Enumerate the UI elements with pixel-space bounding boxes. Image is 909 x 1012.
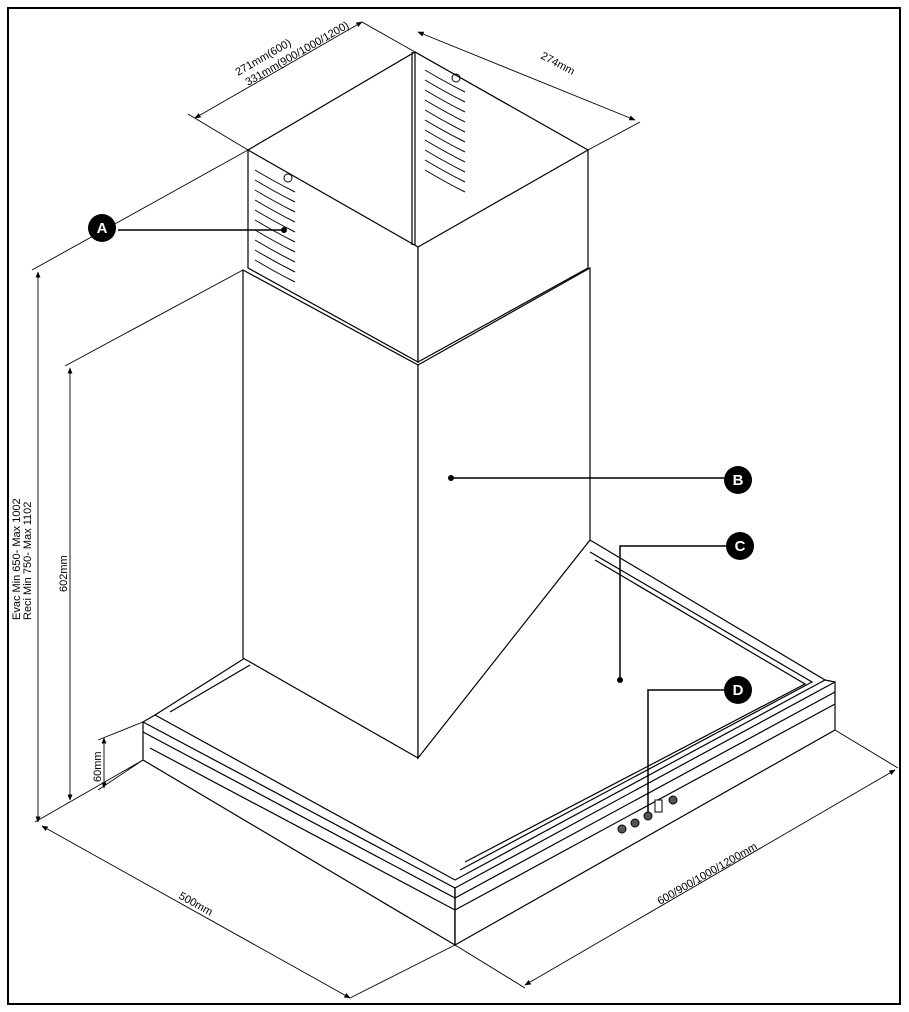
dimension-lines	[31, 21, 899, 999]
frame-border	[7, 7, 901, 1005]
button-1	[617, 824, 627, 834]
callout-d: D	[647, 676, 752, 812]
button-4	[668, 795, 678, 805]
callout-a: A	[88, 214, 287, 242]
callout-c-letter: C	[735, 538, 746, 555]
overall-height-evac-label: Evac Min 650- Max 1002	[11, 498, 23, 620]
callout-b-letter: B	[733, 472, 744, 489]
button-3	[643, 811, 653, 821]
chimney-depth-label: 274mm	[539, 50, 577, 78]
callout-a-letter: A	[97, 220, 108, 237]
callout-c: C	[617, 532, 754, 683]
lower-chimney	[242, 266, 591, 760]
canopy-width-label: 600/900/1000/1200mm	[656, 841, 760, 908]
overall-height-reci-label: Reci Min 750- Max 1102	[22, 502, 34, 620]
lower-chimney-height-label: 602mm	[58, 555, 70, 592]
vent-louvres-left	[254, 169, 296, 283]
canopy-height-label: 60mm	[92, 751, 104, 782]
callout-d-letter: D	[733, 682, 744, 699]
display	[654, 799, 663, 813]
callout-b: B	[448, 466, 752, 494]
button-2	[630, 818, 640, 828]
